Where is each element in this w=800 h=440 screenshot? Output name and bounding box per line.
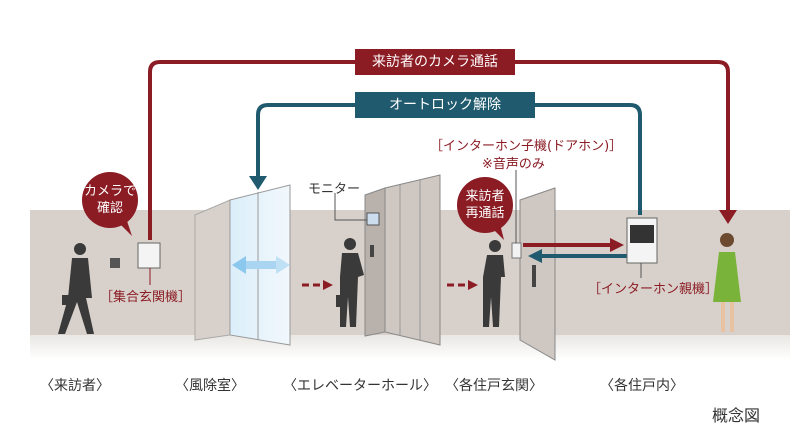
location-unit-entrance: 〈各住戸玄関〉 bbox=[445, 378, 543, 394]
visitor-silhouette-icon bbox=[336, 238, 364, 327]
entrance-panel-label: ［集合玄関機］ bbox=[100, 290, 192, 305]
master-unit-label: ［インターホン親機］ bbox=[588, 282, 719, 297]
door-phone-label: ［インターホン子機(ドアホン)］ bbox=[430, 139, 623, 154]
floor bbox=[30, 335, 790, 360]
monitor bbox=[366, 212, 380, 226]
camera-check-bubble: カメラで 確認 bbox=[82, 183, 138, 217]
arrow-head-icon bbox=[249, 176, 267, 190]
door-phone-note: ※音声のみ bbox=[482, 157, 545, 172]
bubble-line: 来訪者 bbox=[465, 189, 505, 204]
slide-arrow-icon bbox=[232, 256, 246, 274]
resident-silhouette-icon bbox=[713, 233, 741, 332]
camera-call-label: 来訪者のカメラ通話 bbox=[355, 49, 515, 75]
location-elevator-hall: 〈エレベーターホール〉 bbox=[283, 378, 437, 394]
location-visitor: 〈来訪者〉 bbox=[40, 378, 110, 394]
door-phone bbox=[511, 242, 522, 259]
monitor-label: モニター bbox=[308, 182, 361, 197]
arrow-head-icon bbox=[719, 210, 737, 224]
bubble-line: 確認 bbox=[96, 201, 123, 216]
concept-note: 概念図 bbox=[712, 406, 761, 425]
location-wind-room: 〈風除室〉 bbox=[175, 378, 245, 394]
slide-arrow-icon bbox=[276, 256, 290, 274]
entrance-panel bbox=[137, 242, 161, 269]
visitor-silhouette-icon bbox=[483, 240, 505, 327]
location-unit-interior: 〈各住戸内〉 bbox=[600, 378, 684, 394]
bubble-line: 再通話 bbox=[465, 206, 505, 221]
visitor-silhouette-icon bbox=[58, 243, 94, 334]
visitor-recall-bubble: 来訪者 再通話 bbox=[457, 188, 513, 222]
autolock-release-label: オートロック解除 bbox=[355, 92, 535, 118]
autolock-line bbox=[256, 103, 642, 215]
bubble-line: カメラで bbox=[83, 184, 136, 199]
